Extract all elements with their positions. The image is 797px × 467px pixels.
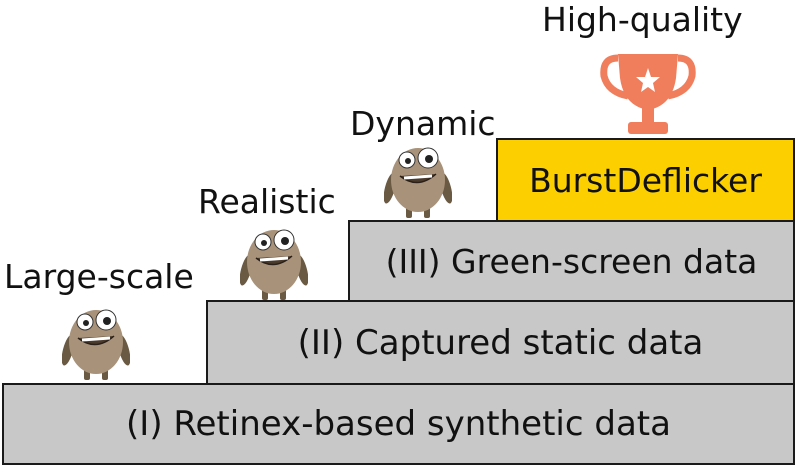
step-captured-static: (II) Captured static data	[206, 300, 795, 385]
label-realistic: Realistic	[198, 182, 336, 221]
step-retinex-label: (I) Retinex-based synthetic data	[126, 404, 671, 444]
label-dynamic: Dynamic	[350, 104, 496, 143]
label-large-scale: Large-scale	[4, 257, 194, 296]
step-burstdeflicker: BurstDeflicker	[496, 138, 795, 222]
step-retinex: (I) Retinex-based synthetic data	[2, 383, 795, 465]
creature-icon	[240, 229, 308, 300]
label-high-quality: High-quality	[542, 0, 743, 39]
step-burstdeflicker-label: BurstDeflicker	[529, 160, 762, 200]
creature-icon	[384, 147, 452, 218]
creature-icon	[62, 309, 130, 380]
step-green-screen: (III) Green-screen data	[348, 220, 795, 302]
step-green-screen-label: (III) Green-screen data	[385, 241, 758, 281]
trophy-icon	[600, 54, 696, 134]
step-captured-static-label: (II) Captured static data	[297, 322, 704, 363]
